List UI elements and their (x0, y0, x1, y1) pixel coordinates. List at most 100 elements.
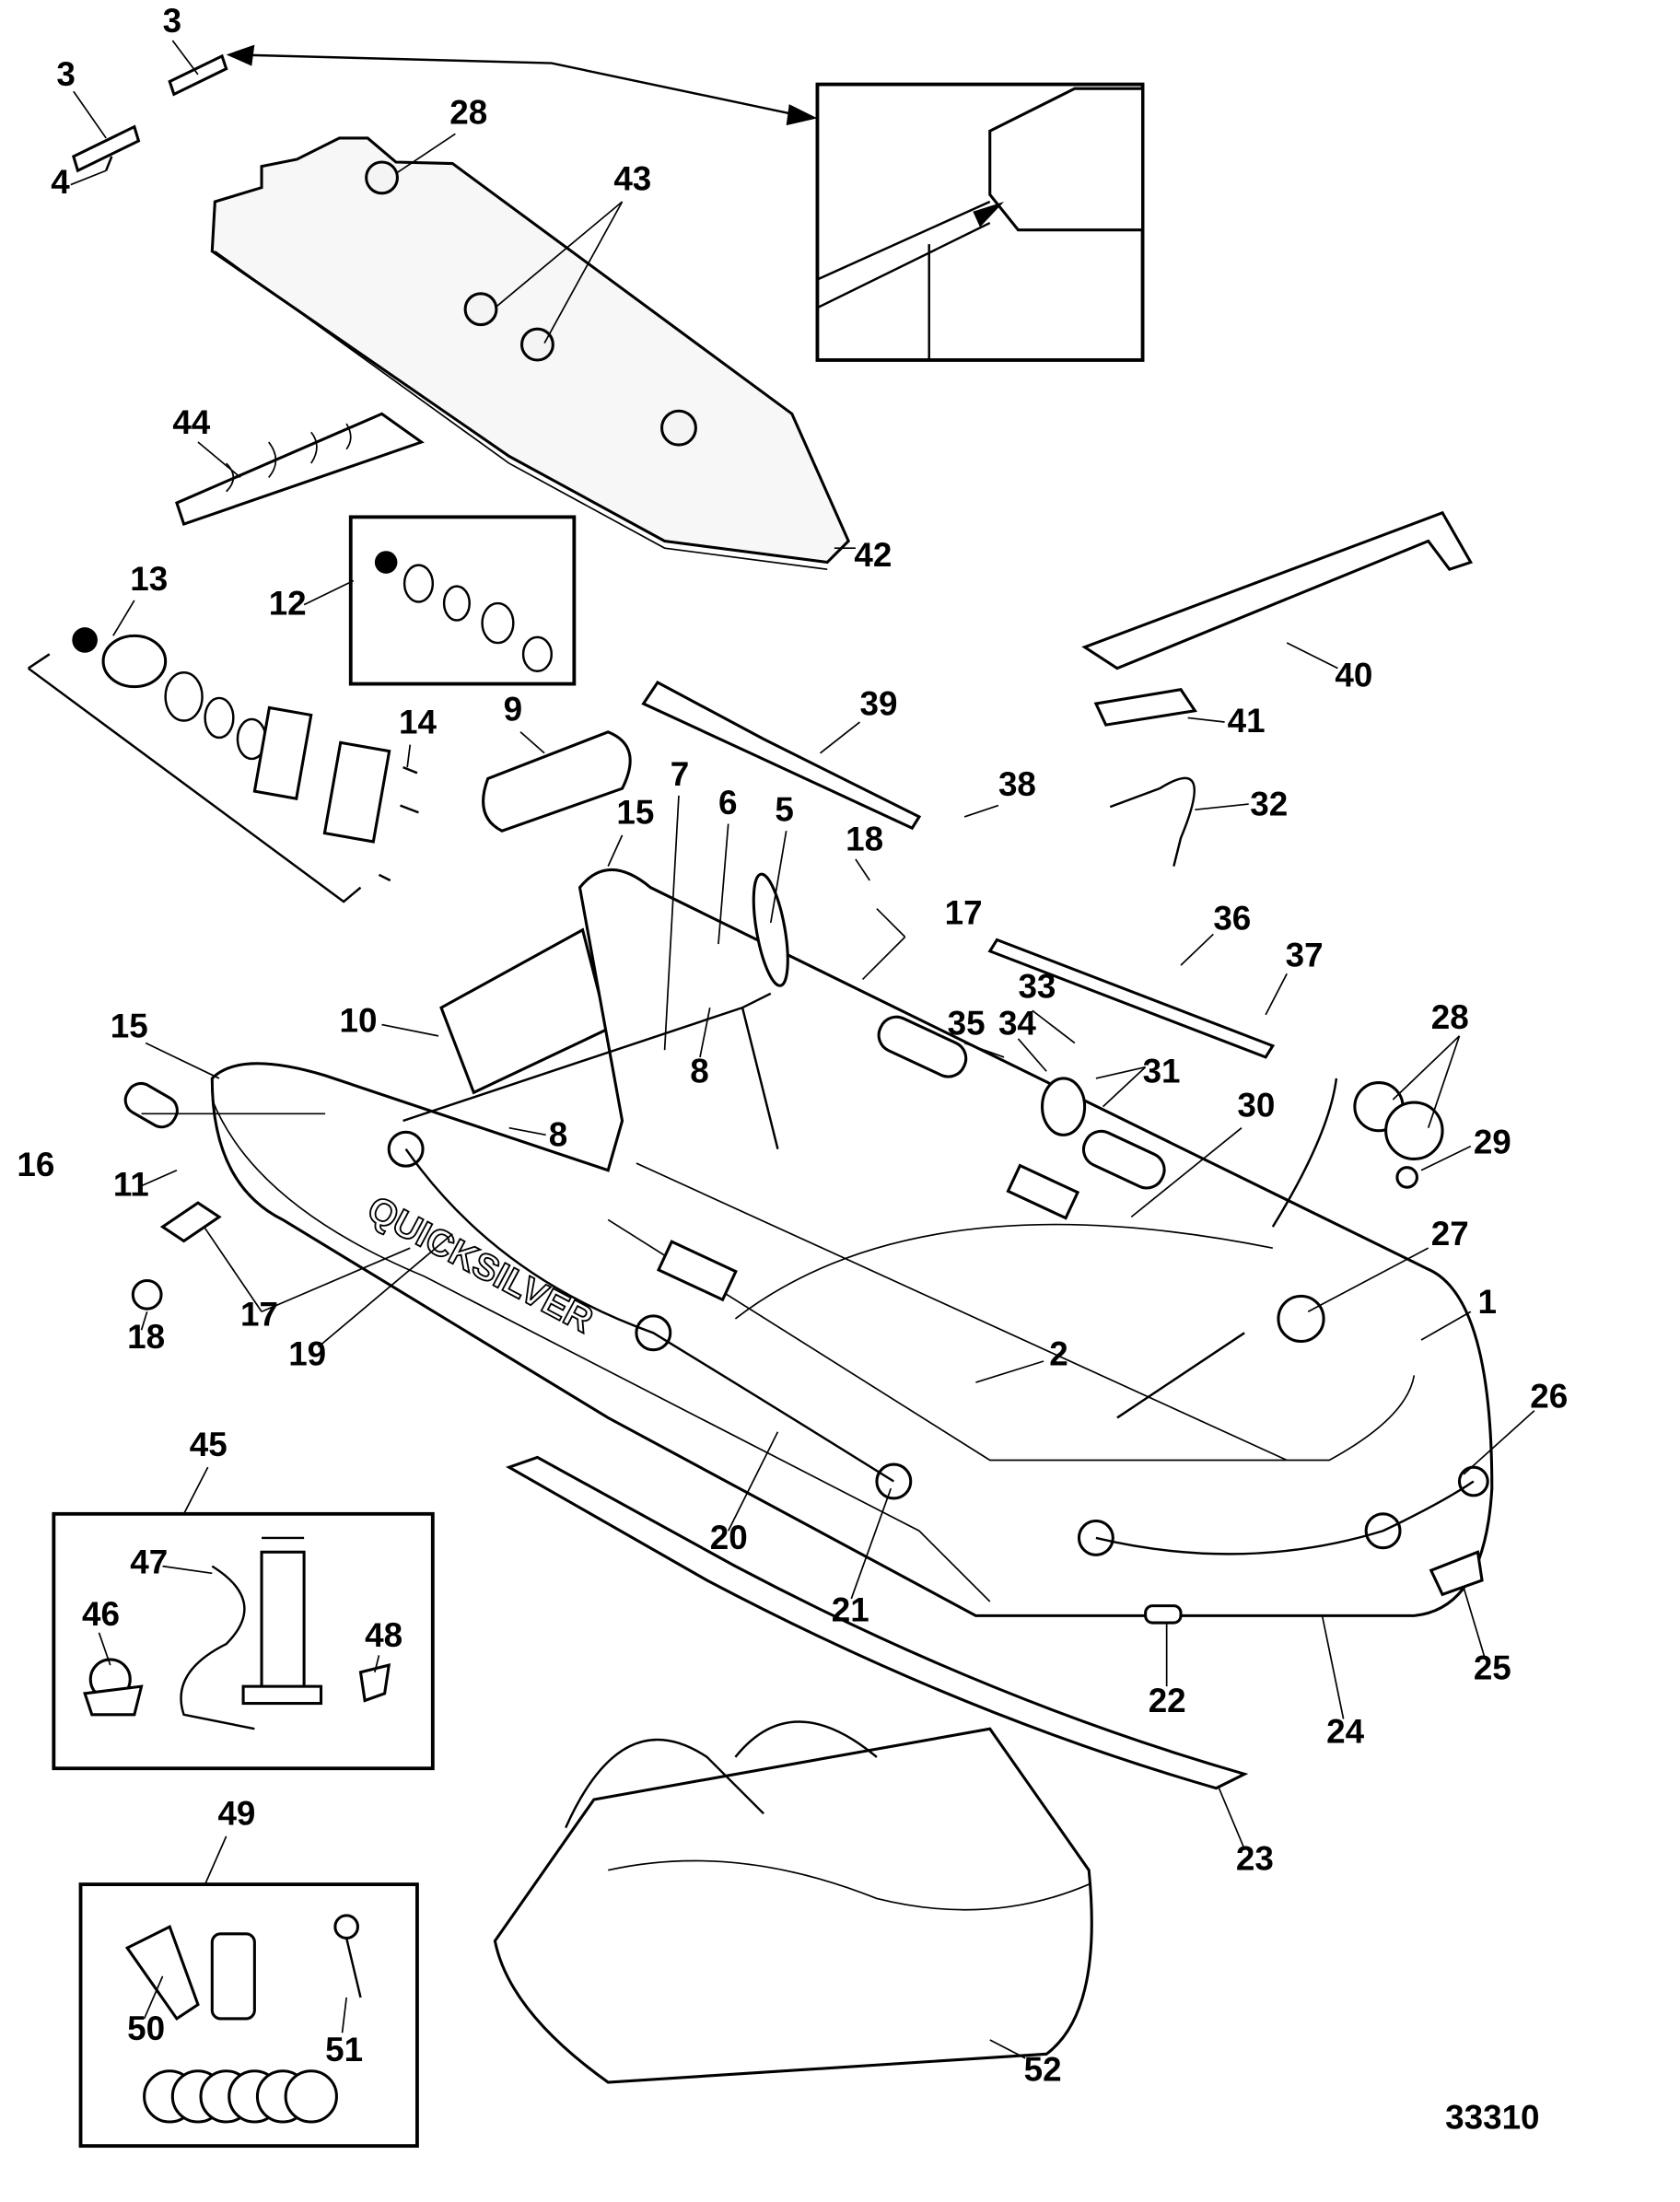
valve-kit-box (348, 515, 577, 686)
leader-line-34 (1017, 1038, 1047, 1072)
transom-plate (439, 927, 611, 1095)
callout-41: 41 (1228, 702, 1266, 740)
callout-36: 36 (1213, 900, 1251, 938)
callout-34: 34 (998, 1004, 1036, 1042)
callout-18: 18 (846, 821, 883, 858)
leader-line-12 (303, 579, 355, 606)
leader-line-23 (1218, 1788, 1245, 1850)
leader-line-3 (73, 90, 107, 139)
drain-plug (1353, 1081, 1444, 1189)
leader-line-18 (855, 858, 870, 881)
callout-43: 43 (613, 160, 651, 198)
keel-strip (506, 1455, 1249, 1790)
leader-line-17 (204, 1228, 262, 1312)
leader-line-44 (197, 441, 241, 479)
callout-28: 28 (1431, 998, 1469, 1036)
leader-line-36 (1180, 933, 1214, 966)
leader-line-40 (1286, 642, 1338, 670)
callout-44: 44 (172, 403, 210, 441)
leader-line-9 (519, 731, 545, 754)
oar-shaft (987, 938, 1276, 1059)
callout-28: 28 (449, 94, 487, 132)
callout-37: 37 (1286, 937, 1324, 974)
carry-bag (493, 1720, 1093, 2084)
seat-pad (482, 730, 632, 833)
leader-line-17 (876, 908, 906, 938)
boat-hull (210, 868, 1494, 1625)
leader-line-50 (143, 1975, 164, 2020)
callout-49: 49 (217, 1795, 255, 1833)
leader-line-47 (162, 1565, 213, 1575)
callout-24: 24 (1326, 1713, 1364, 1751)
leader-line-28 (395, 133, 456, 175)
leader-line-28 (1392, 1035, 1461, 1101)
leader-line-29 (1420, 1145, 1472, 1171)
callout-16: 16 (17, 1146, 54, 1183)
leader-line-15 (607, 834, 624, 867)
valve-assembly (27, 627, 419, 903)
leader-line-14 (406, 744, 412, 768)
repair-kit-box (78, 1882, 419, 2149)
callout-21: 21 (832, 1591, 869, 1629)
leader-line-8 (508, 1126, 546, 1136)
leader-line-27 (1307, 1247, 1429, 1313)
leader-line-51 (341, 1997, 348, 2033)
leader-line-31 (1102, 1066, 1147, 1108)
leader-line-49 (204, 1835, 228, 1885)
leader-line-48 (374, 1655, 380, 1672)
leader-line-33 (1032, 1009, 1076, 1044)
leader-line-2 (975, 1360, 1044, 1383)
cable (1109, 776, 1196, 867)
callout-47: 47 (130, 1543, 168, 1580)
callout-35: 35 (948, 1004, 986, 1042)
callout-8: 8 (690, 1053, 708, 1090)
callout-3: 3 (56, 55, 75, 93)
callout-11: 11 (113, 1165, 149, 1203)
leader-line-37 (1265, 973, 1288, 1016)
callout-23: 23 (1236, 1840, 1274, 1878)
leader-line-21 (850, 1487, 892, 1600)
wood-strip (175, 412, 425, 527)
callout-45: 45 (190, 1426, 228, 1463)
callout-38: 38 (998, 765, 1036, 803)
leader-line-8 (699, 1008, 711, 1058)
callout-50: 50 (127, 2010, 165, 2047)
handle-left (123, 1081, 222, 1311)
callout-39: 39 (859, 684, 897, 722)
callout-12: 12 (269, 584, 307, 622)
callout-48: 48 (365, 1616, 402, 1654)
leader-line-32 (1195, 803, 1249, 811)
pump-kit-box (52, 1511, 435, 1771)
callout-10: 10 (339, 1001, 377, 1039)
callout-6: 6 (718, 784, 737, 821)
leader-line-13 (112, 600, 135, 636)
callout-15: 15 (111, 1007, 148, 1044)
leader-line-24 (1321, 1615, 1345, 1719)
callout-15: 15 (616, 794, 654, 832)
callout-14: 14 (399, 703, 437, 740)
leader-line-5 (769, 831, 788, 924)
callout-31: 31 (1143, 1053, 1181, 1090)
leader-lines (70, 40, 1535, 2059)
leader-line-17 (861, 936, 906, 981)
oar (641, 681, 922, 831)
callout-8: 8 (549, 1116, 567, 1154)
leader-line-4 (70, 169, 107, 186)
leader-line-25 (1463, 1587, 1486, 1659)
callout-4: 4 (51, 163, 70, 201)
leader-line-26 (1463, 1410, 1535, 1475)
leader-line-11 (141, 1169, 178, 1187)
callout-18: 18 (127, 1318, 165, 1356)
leader-line-43 (494, 201, 624, 309)
leader-line-41 (1187, 717, 1225, 723)
floor-board (210, 136, 851, 571)
leader-line-43 (543, 201, 624, 344)
callout-25: 25 (1474, 1649, 1511, 1686)
leader-line-39 (819, 721, 861, 754)
leader-line-7 (663, 795, 680, 1051)
leader-line-28 (1427, 1035, 1461, 1128)
callout-32: 32 (1250, 785, 1288, 822)
leader-line-6 (718, 823, 729, 945)
seat-board (1081, 510, 1474, 727)
